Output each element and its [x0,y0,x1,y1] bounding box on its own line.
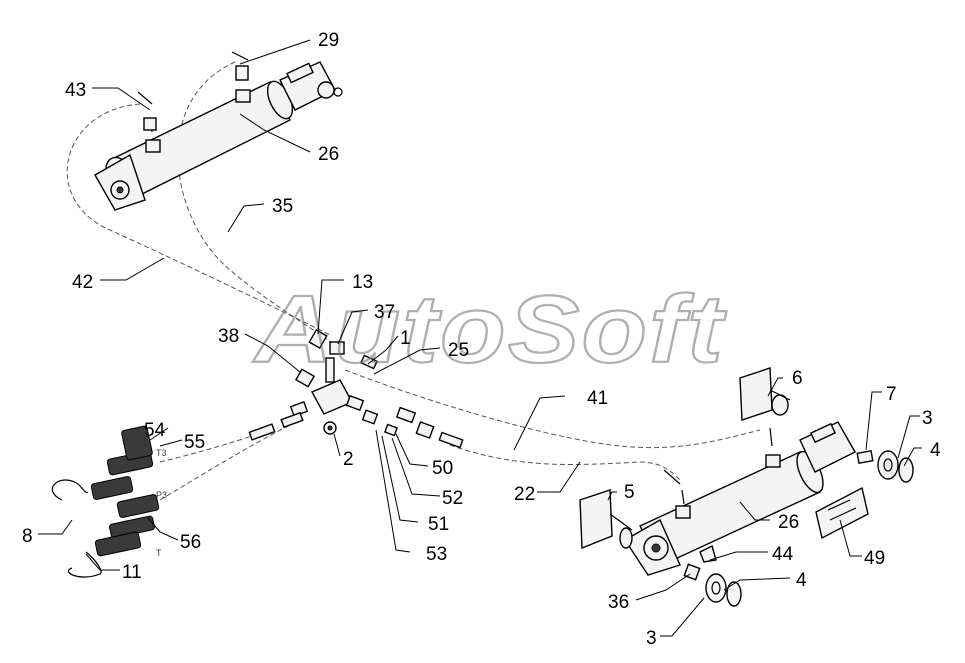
quick-couplers: T3 P3 T [51,425,167,578]
callout-55: 55 [184,432,205,453]
callout-50: 50 [432,458,453,479]
callout-3-right: 3 [922,408,933,429]
right-hydraulic-cylinder [579,367,914,607]
coupler-mark-t: T [156,548,162,558]
callout-44: 44 [772,544,794,565]
callout-5: 5 [624,482,635,503]
callout-4-bottom: 4 [796,570,807,591]
callout-4-right: 4 [930,440,941,461]
top-hydraulic-cylinder [94,51,343,211]
leader-lines [38,39,922,637]
callout-2: 2 [343,449,354,470]
callout-42: 42 [72,272,93,293]
callout-26-top: 26 [318,144,339,165]
callout-49: 49 [864,548,885,569]
callout-37: 37 [374,302,395,323]
hoses [66,61,761,501]
callout-41: 41 [587,388,608,409]
callout-54: 54 [144,420,166,441]
callout-43: 43 [65,80,86,101]
hose-coupler-2 [159,419,301,501]
callout-35: 35 [272,196,293,217]
callout-1: 1 [400,328,411,349]
hose-41 [344,369,761,449]
hose-35 [177,61,336,346]
callout-25: 25 [448,340,469,361]
callout-numbers: 43 29 26 35 42 13 37 38 1 25 2 50 52 51 … [22,30,941,649]
callout-8: 8 [22,526,33,547]
valve-block [248,328,464,449]
callout-26-right: 26 [778,512,799,533]
callout-13: 13 [352,272,373,293]
callout-3-bottom: 3 [646,628,657,649]
coupler-mark-t3: T3 [156,448,167,458]
coupler-mark-p3: P3 [156,490,167,500]
hose-42 [66,103,331,336]
callout-11: 11 [122,562,142,583]
hose-22 [449,444,681,481]
callout-53: 53 [426,544,447,565]
watermark-text: AutoSoft [253,276,727,383]
callout-6: 6 [792,368,803,389]
callout-36: 36 [608,592,629,613]
callout-22: 22 [514,484,535,505]
callout-7: 7 [886,384,897,405]
callout-51: 51 [428,514,449,535]
callout-38: 38 [218,326,239,347]
callout-29: 29 [318,30,339,51]
callout-52: 52 [442,488,463,509]
callout-56: 56 [180,532,201,553]
